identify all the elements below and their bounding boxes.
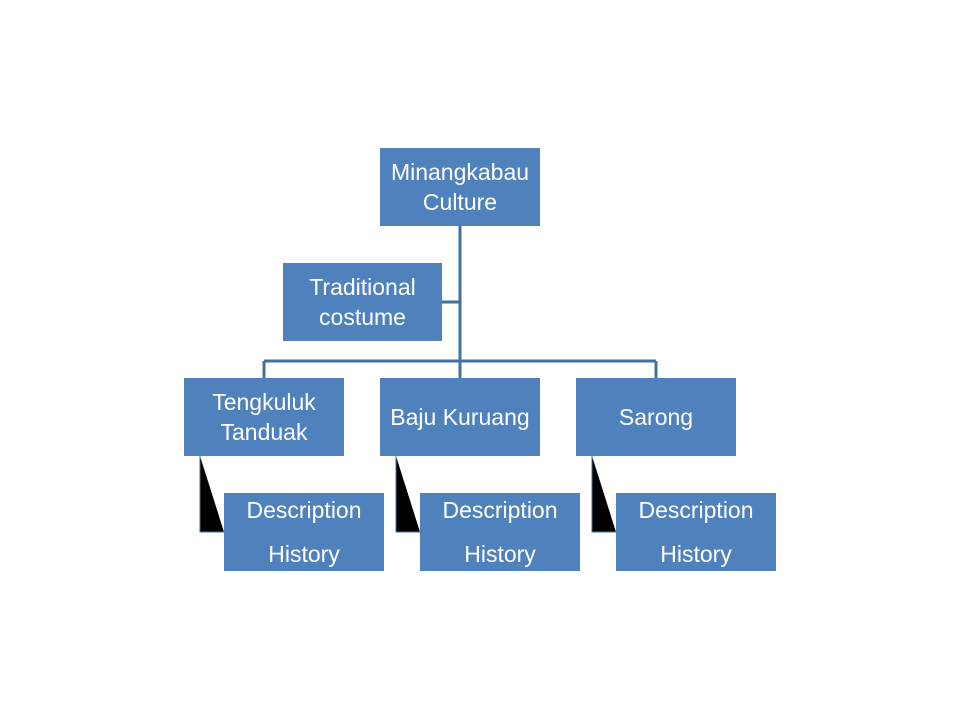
node-assistant: Traditional costume [283,263,442,341]
node-sub-1-line2: History [268,541,340,567]
connector-sub-1 [199,456,224,533]
node-sub-3-line1: Description [638,497,754,523]
node-sub-1-line1: Description [246,497,362,523]
node-assistant-line2: costume [319,304,406,330]
node-root-line2: Culture [422,189,498,215]
connector-sub-3 [591,456,616,533]
node-sub-2-line2: History [464,541,536,567]
node-sub-2-line1: Description [442,497,558,523]
node-root-line1: Minangkabau [390,159,530,185]
node-child-3: Sarong [576,378,736,456]
node-root: Minangkabau Culture [380,148,540,226]
node-child-1-line2: Tanduak [220,419,308,445]
node-sub-1: Description History [224,493,384,571]
node-sub-3: Description History [616,493,776,571]
connector-sub-2 [395,456,420,533]
node-sub-3-line2: History [660,541,732,567]
node-sub-2: Description History [420,493,580,571]
node-child-1-line1: Tengkuluk [212,389,316,415]
node-child-2-line1: Baju Kuruang [390,404,530,430]
node-child-3-line1: Sarong [618,404,694,430]
node-child-2: Baju Kuruang [380,378,540,456]
node-child-1: Tengkuluk Tanduak [184,378,344,456]
node-assistant-line1: Traditional [309,274,416,300]
